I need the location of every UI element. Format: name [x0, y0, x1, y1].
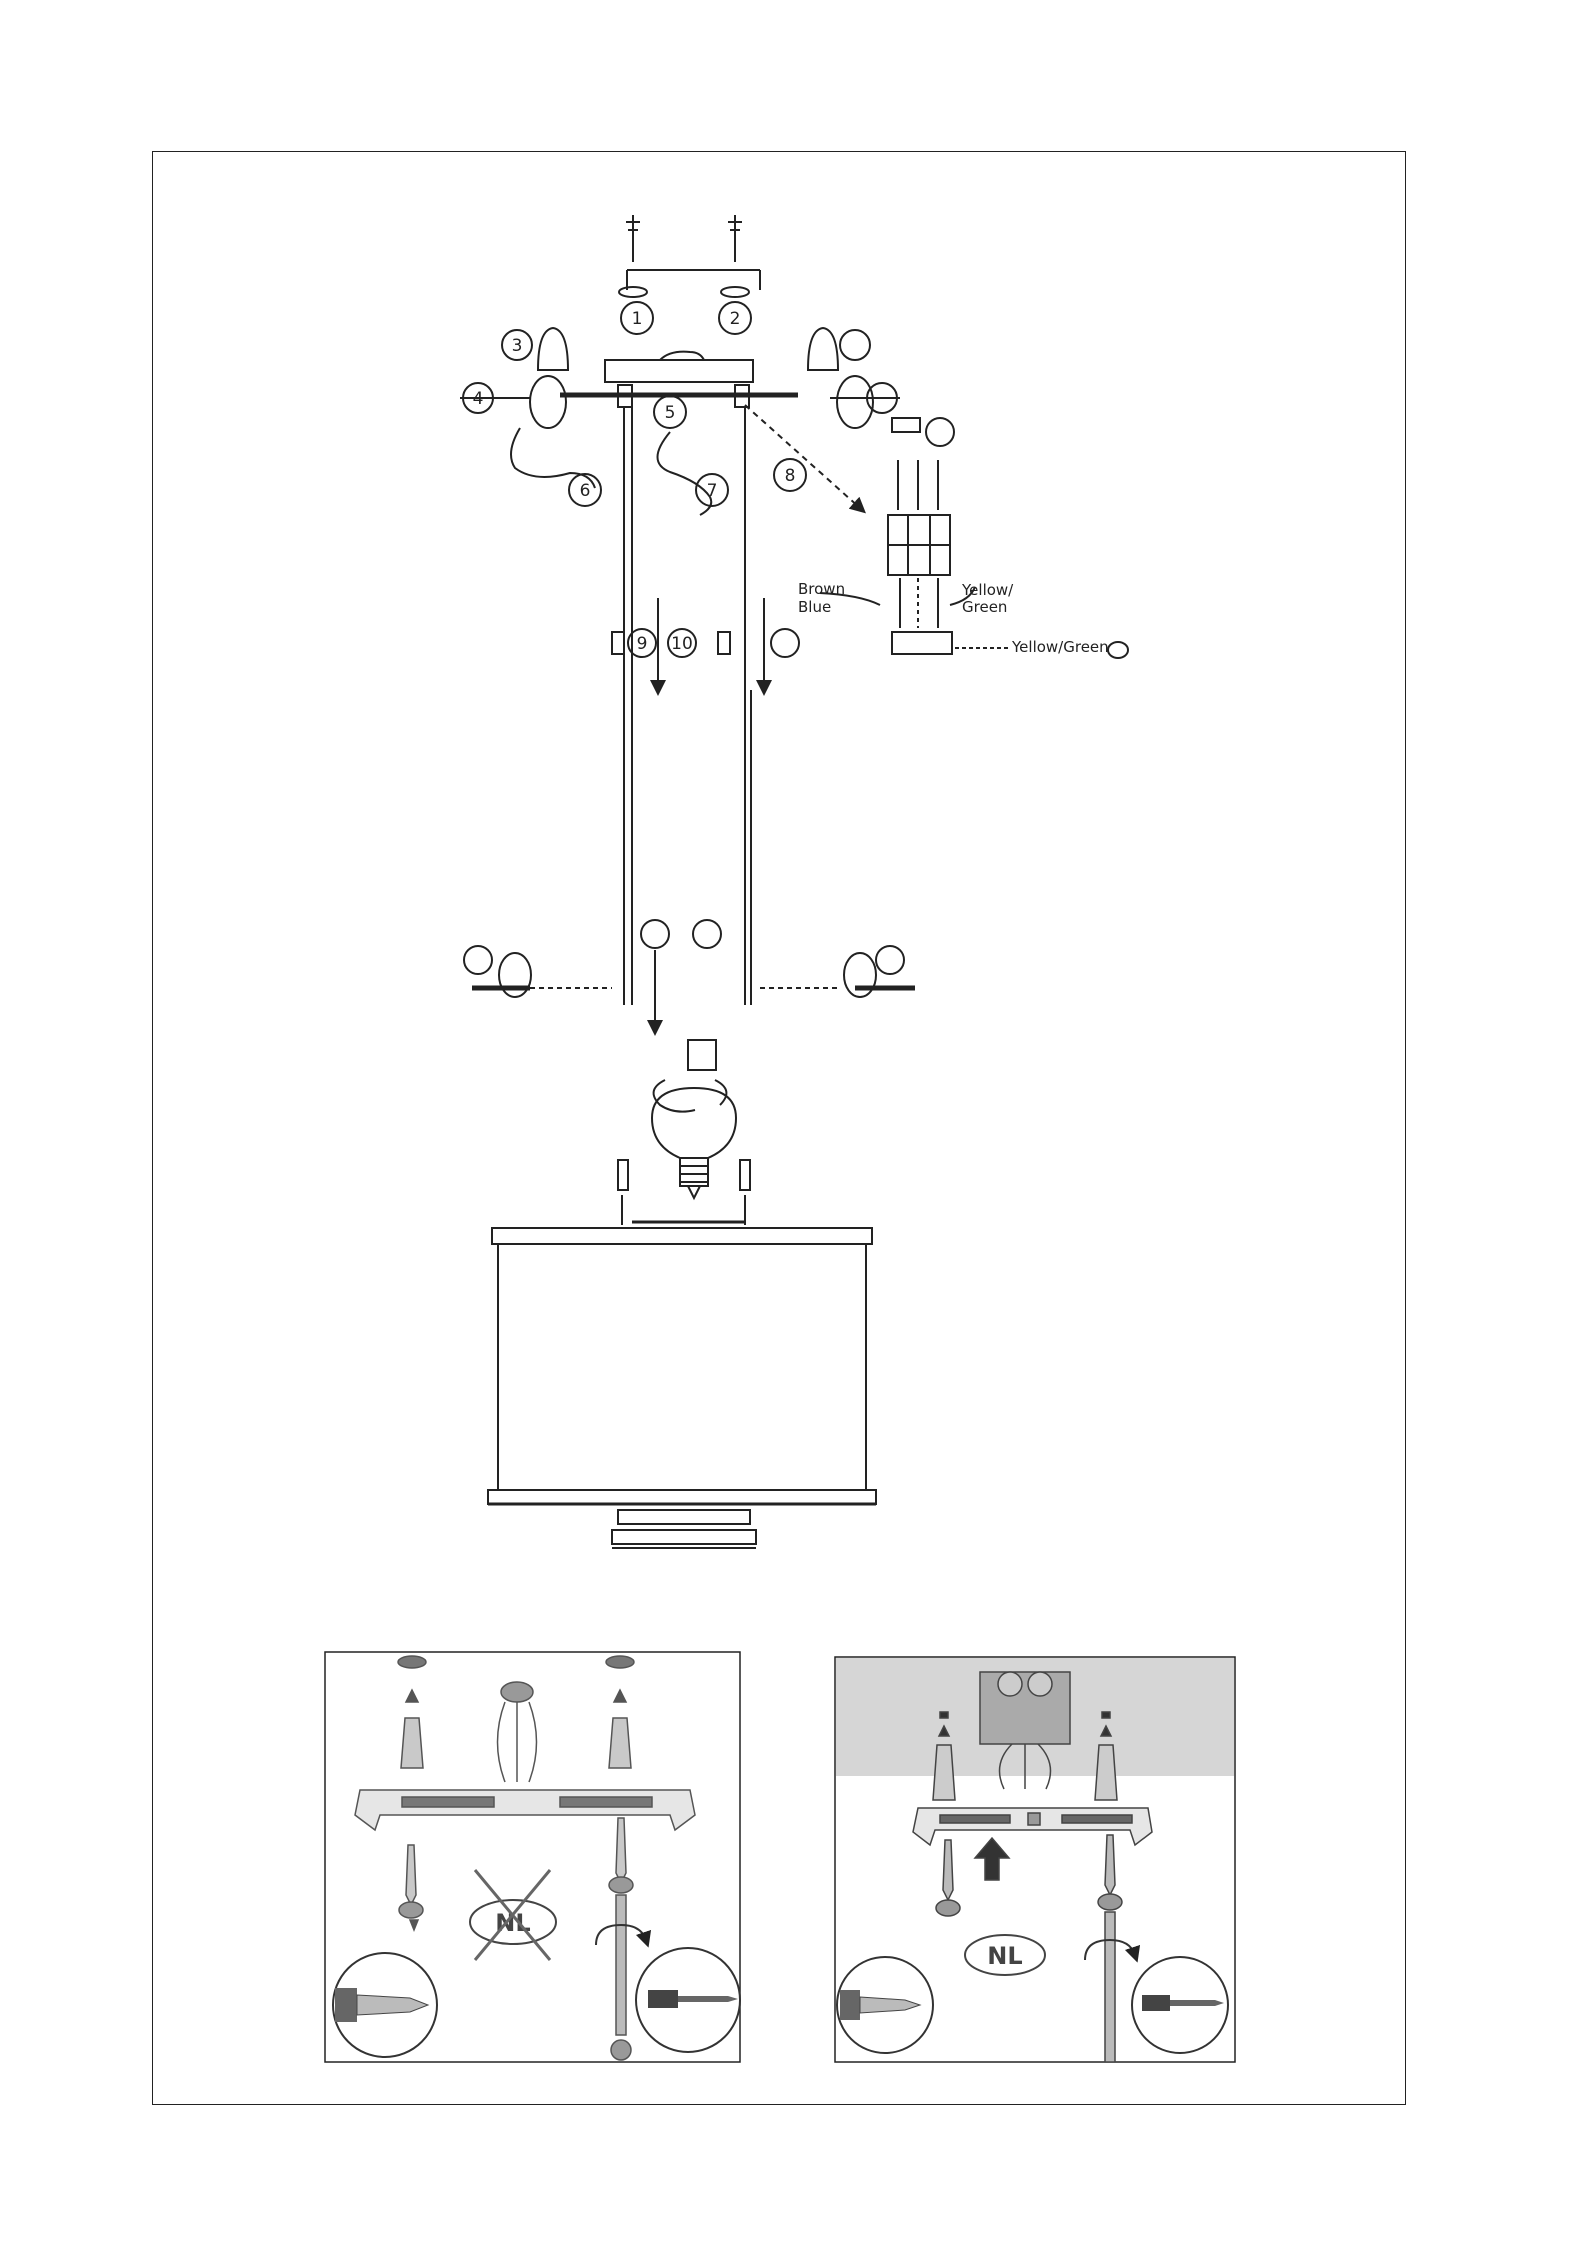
suspension-cables	[624, 408, 751, 1005]
svg-text:Yellow/Green: Yellow/Green	[1011, 638, 1109, 656]
light-bulb	[652, 1088, 736, 1198]
callout-7: 7	[707, 481, 718, 501]
panel-left: NL	[325, 1652, 740, 2062]
callout-2: 2	[730, 309, 741, 329]
diffuser-plate	[612, 1510, 756, 1548]
lower-clamps	[464, 920, 915, 1028]
nl-badge-right: NL	[987, 1942, 1022, 1970]
side-nut-left	[460, 328, 601, 506]
callout-3: 3	[512, 336, 523, 356]
callout-1: 1	[632, 309, 643, 329]
callout-10: 10	[671, 634, 693, 654]
svg-text:Blue: Blue	[798, 598, 831, 616]
callout-4: 4	[473, 389, 484, 409]
lamp-socket	[654, 1040, 727, 1112]
shade-holder	[618, 1160, 750, 1225]
wire-label-right: Yellow/	[961, 581, 1014, 599]
callout-6: 6	[580, 481, 591, 501]
terminal-block	[820, 418, 1128, 658]
svg-text:Green: Green	[962, 598, 1007, 616]
drum-shade	[488, 1228, 876, 1504]
exploded-assembly-diagram: Brown Blue Yellow/ Green Yellow/Green	[460, 215, 1128, 1548]
top-screws	[619, 215, 760, 297]
panel-right: NL	[835, 1657, 1235, 2062]
callout-9: 9	[637, 634, 648, 654]
wire-label-left: Brown	[798, 580, 845, 598]
center-nut	[654, 396, 860, 515]
callout-5: 5	[665, 403, 676, 423]
callout-8: 8	[785, 466, 796, 486]
